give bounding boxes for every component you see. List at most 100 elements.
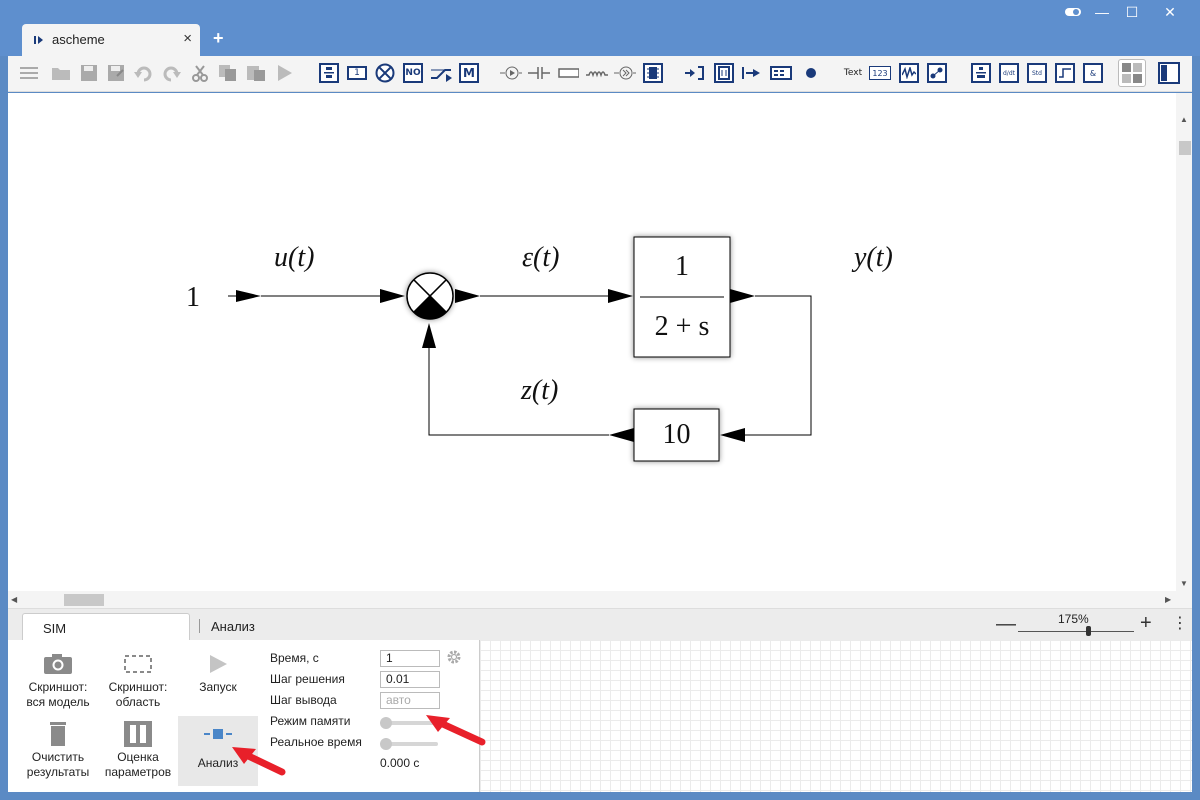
gain-block[interactable]: [633, 408, 720, 462]
ammeter-icon[interactable]: [500, 62, 522, 84]
display-icon[interactable]: 123: [869, 62, 891, 84]
step-label: Шаг решения: [270, 672, 345, 686]
time-label: Время, с: [270, 651, 319, 665]
horizontal-scroll-thumb[interactable]: [64, 594, 104, 606]
save-icon[interactable]: [78, 62, 100, 84]
close-window-button[interactable]: ✕: [1164, 4, 1176, 20]
maximize-button[interactable]: ☐: [1125, 4, 1139, 20]
output-step-label: Шаг вывода: [270, 693, 337, 707]
analysis-icon: [202, 720, 234, 748]
gain-icon[interactable]: 1: [346, 62, 368, 84]
cut-icon[interactable]: [189, 62, 211, 84]
output-step-input[interactable]: авто: [380, 692, 440, 709]
output-icon[interactable]: [742, 62, 764, 84]
estimate-label-1: Оценка: [117, 750, 159, 764]
plot-icon[interactable]: [926, 62, 948, 84]
switch-icon[interactable]: [430, 62, 452, 84]
subsystem-icon[interactable]: [713, 62, 735, 84]
zoom-in-button[interactable]: +: [1140, 612, 1152, 634]
input-icon[interactable]: [684, 62, 706, 84]
tab-analysis[interactable]: Анализ: [211, 619, 255, 634]
settings-gear-icon[interactable]: [446, 649, 462, 668]
model-canvas[interactable]: 1 u(t) ε(t) y(t) z(t) 1 2 + s 10: [8, 93, 1176, 591]
delay-icon[interactable]: [1054, 62, 1076, 84]
text-icon[interactable]: Text: [843, 68, 863, 78]
memory-mode-toggle[interactable]: [380, 717, 438, 729]
camera-icon: [42, 650, 74, 678]
inductor-icon[interactable]: [586, 62, 608, 84]
state-space-icon[interactable]: Std: [1026, 62, 1048, 84]
panel-icon[interactable]: [1158, 62, 1180, 84]
clear-results-button[interactable]: Очистить результаты: [18, 720, 98, 780]
sum-block[interactable]: [406, 272, 454, 320]
minimize-button[interactable]: —: [1095, 4, 1109, 20]
annotation-arrow-memory: [426, 715, 486, 746]
new-tab-button[interactable]: +: [213, 28, 224, 48]
scroll-down-icon[interactable]: ▼: [1180, 579, 1188, 588]
elapsed-time: 0.000 с: [380, 756, 420, 770]
transfer-function-icon[interactable]: [318, 62, 340, 84]
zoom-out-button[interactable]: —: [996, 613, 1016, 635]
close-tab-icon[interactable]: ×: [183, 30, 192, 47]
time-input[interactable]: 1: [380, 650, 440, 667]
source-icon[interactable]: [614, 62, 636, 84]
scope-icon[interactable]: [898, 62, 920, 84]
realtime-label: Реальное время: [270, 735, 362, 749]
signal-line-z[interactable]: [422, 323, 634, 442]
sum-icon[interactable]: [374, 62, 396, 84]
layout-icon[interactable]: [1118, 59, 1146, 87]
chip-icon[interactable]: [642, 62, 664, 84]
resistor-icon[interactable]: [557, 62, 579, 84]
zoom-slider[interactable]: [1018, 631, 1134, 632]
zoom-slider-handle[interactable]: [1086, 626, 1091, 636]
tab-sim-label: SIM: [43, 621, 67, 636]
realtime-toggle[interactable]: [380, 738, 438, 750]
more-options-icon[interactable]: ⋮: [1172, 615, 1188, 632]
step-input[interactable]: 0.01: [380, 671, 440, 688]
parameters-icon: [122, 720, 154, 748]
save-as-icon[interactable]: [105, 62, 127, 84]
memory-mode-label: Режим памяти: [270, 714, 351, 728]
screenshot-model-button[interactable]: Скриншот: вся модель: [18, 650, 98, 710]
point-icon[interactable]: [800, 62, 822, 84]
annotation-arrow-analysis: [232, 747, 286, 776]
analysis-label: Анализ: [197, 756, 239, 770]
scroll-right-icon[interactable]: ▶: [1165, 595, 1172, 604]
vertical-scroll-thumb[interactable]: [1179, 141, 1191, 155]
capacitor-icon[interactable]: [528, 62, 550, 84]
sum-output-arrow: [455, 289, 480, 303]
tab-sim[interactable]: SIM: [22, 613, 190, 641]
signal-line-eps[interactable]: [480, 289, 633, 303]
feedback-line[interactable]: [720, 295, 812, 442]
screenshot-model-label-1: Скриншот:: [28, 680, 88, 694]
vertical-scrollbar[interactable]: ▲ ▼: [1176, 93, 1192, 591]
bus-icon[interactable]: [770, 62, 792, 84]
input-value: 1: [186, 282, 200, 313]
paste-icon[interactable]: [245, 62, 267, 84]
document-tab[interactable]: ascheme ×: [22, 24, 200, 56]
matrix-icon[interactable]: M: [458, 62, 480, 84]
copy-icon[interactable]: [217, 62, 239, 84]
run-button[interactable]: Запуск: [178, 650, 258, 695]
signal-line-u[interactable]: [261, 289, 405, 303]
estimate-parameters-button[interactable]: Оценка параметров: [98, 720, 178, 780]
undo-icon[interactable]: [132, 62, 154, 84]
open-icon[interactable]: [50, 62, 72, 84]
nonlinear-icon[interactable]: NO: [402, 62, 424, 84]
menu-icon[interactable]: [18, 62, 40, 84]
logic-icon[interactable]: &: [1082, 62, 1104, 84]
block-diagram: [228, 236, 812, 462]
scroll-up-icon[interactable]: ▲: [1180, 115, 1188, 124]
derivative-icon[interactable]: d/dt: [998, 62, 1020, 84]
screenshot-area-button[interactable]: Скриншот: область: [98, 650, 178, 710]
scroll-left-icon[interactable]: ◀: [11, 595, 18, 604]
zoom-level: 175%: [1058, 612, 1089, 626]
tf-icon[interactable]: [970, 62, 992, 84]
gain-value: 10: [662, 419, 691, 450]
redo-icon[interactable]: [161, 62, 183, 84]
toggle-icon[interactable]: [1058, 2, 1088, 22]
results-grid-area[interactable]: [480, 640, 1192, 792]
input-connector[interactable]: [228, 290, 261, 302]
horizontal-scrollbar[interactable]: ◀ ▶: [8, 591, 1176, 608]
run-icon[interactable]: [273, 62, 295, 84]
